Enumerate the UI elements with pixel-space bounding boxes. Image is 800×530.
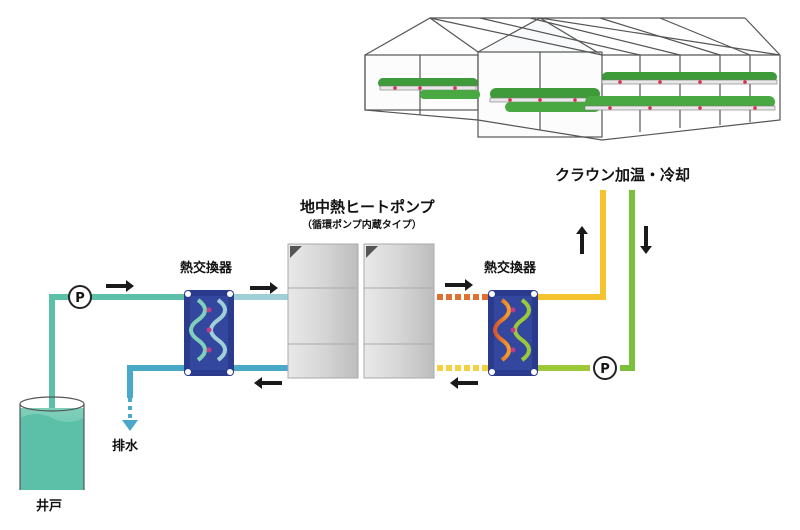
well-tank-icon: [19, 396, 85, 490]
hx-left-label: 熱交換器: [180, 260, 233, 276]
heat-pump-title: 地中熱ヒートポンプ: [300, 198, 436, 216]
pump-icon-right: P: [593, 356, 617, 380]
hx-right-label: 熱交換器: [484, 260, 537, 276]
greenhouse-label: クラウン加温・冷却: [555, 166, 690, 184]
pump-left-label: P: [75, 291, 85, 306]
plant-rows: [378, 72, 778, 112]
heat-pump-unit-icon: [287, 243, 435, 379]
greenhouse-pipes: [535, 190, 635, 371]
pump-icon-left: P: [68, 285, 92, 309]
heat-pump-subtitle: （循環ポンプ内蔵タイプ）: [302, 218, 422, 231]
heat-pump-hot-pipe: [437, 294, 490, 371]
drain-label: 排水: [112, 438, 139, 454]
heat-exchanger-icon-left: [184, 290, 234, 376]
well-label: 井戸: [36, 498, 62, 514]
drain-arrow-icon: [122, 420, 138, 431]
flow-arrow-icon: [106, 226, 652, 389]
pump-right-label: P: [600, 362, 610, 377]
well-supply-pipe: [49, 294, 288, 423]
heat-exchanger-icon-right: [488, 290, 538, 376]
